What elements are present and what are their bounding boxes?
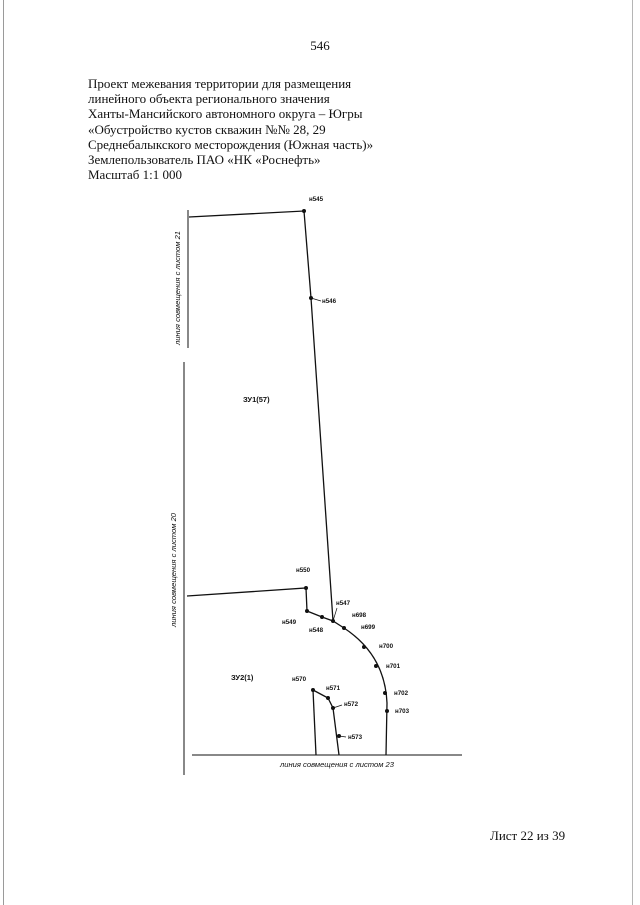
point-label: н701 (386, 663, 401, 670)
match-line-label-21: линия совмещения с листом 21 (173, 231, 182, 346)
point-label: н573 (348, 734, 363, 741)
point-label: н700 (379, 643, 394, 650)
point-label: н698 (352, 612, 367, 619)
point-label: н699 (361, 624, 376, 631)
boundary-inner-contour (312, 689, 317, 756)
point-label: н571 (326, 685, 341, 692)
page-number: 546 (310, 38, 330, 53)
title-line: Проект межевания территории для размещен… (88, 76, 352, 91)
title-line: линейного объекта регионального значения (88, 91, 330, 107)
title-line: «Обустройство кустов скважин №№ 28, 29 (88, 121, 326, 137)
point-marker (385, 709, 389, 713)
title-line: Землепользователь ПАО «НК «Роснефть» (88, 152, 321, 168)
point-label: н702 (394, 690, 409, 697)
title-line: Среднебалыкского месторождения (Южная ча… (88, 136, 374, 152)
zone-label: ЗУ1(57) (243, 395, 270, 404)
scan-edge-right (632, 0, 633, 905)
point-marker (383, 691, 387, 695)
point-marker (305, 609, 309, 613)
point-marker (311, 688, 315, 692)
boundary-zu1 (188, 210, 334, 622)
point-label: н548 (309, 627, 324, 634)
match-line-label-20: линия совмещения с листом 20 (169, 512, 178, 628)
point-label: н546 (322, 298, 337, 305)
point-label: н547 (336, 600, 351, 607)
point-marker (374, 664, 378, 668)
point-label: н550 (296, 567, 311, 574)
point-marker (342, 626, 346, 630)
title-block: Проект межевания территории для размещен… (88, 76, 418, 182)
point-label: н703 (395, 708, 410, 715)
point-label: н545 (309, 196, 324, 203)
point-marker (309, 296, 313, 300)
point-marker (326, 696, 330, 700)
title-line: Ханты-Мансийского автономного округа – Ю… (88, 106, 363, 122)
boundary-arc (343, 627, 388, 756)
point-marker (320, 615, 324, 619)
point-marker (362, 645, 366, 649)
scan-edge-left (3, 0, 4, 905)
point-marker (331, 619, 335, 623)
point-marker (304, 586, 308, 590)
boundary-inner-contour-2 (312, 689, 340, 756)
leader-line (332, 607, 338, 622)
scale-line: Масштаб 1:1 000 (88, 167, 182, 183)
point-label: н570 (292, 676, 307, 683)
point-marker (337, 734, 341, 738)
point-marker (302, 209, 306, 213)
sheet-info: Лист 22 из 39 (490, 828, 566, 843)
match-line-label-23: линия совмещения с листом 23 (279, 760, 395, 769)
zone-label: ЗУ2(1) (231, 673, 254, 682)
boundary-zu2-top (186, 587, 345, 629)
point-marker (331, 706, 335, 710)
point-label: н572 (344, 701, 359, 708)
point-label: н549 (282, 619, 297, 626)
